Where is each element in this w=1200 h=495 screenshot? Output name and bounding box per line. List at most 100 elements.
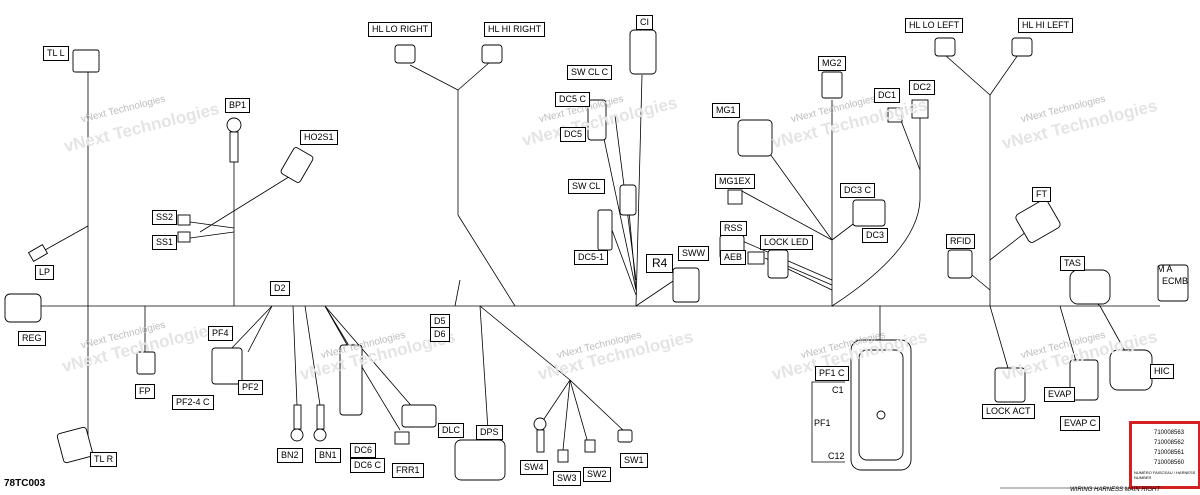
bn1-ring-terminal-icon <box>313 428 327 442</box>
label-reg: REG <box>18 331 46 346</box>
ss2-connector-icon <box>177 214 191 226</box>
sw2-connector-icon <box>584 439 596 453</box>
tl-r-connector-icon <box>56 426 94 464</box>
label-hl-lo-right: HL LO RIGHT <box>368 22 433 37</box>
label-c12: C12 <box>828 451 845 461</box>
label-ss1: SS1 <box>152 235 178 250</box>
part-number: 710008561 <box>1154 450 1185 456</box>
wire-sw2 <box>569 379 591 451</box>
wire-dc1 <box>899 117 921 171</box>
label-sw3: SW3 <box>553 471 581 486</box>
bp1-ring-terminal-icon <box>226 117 242 133</box>
hl-hi-left-connector-icon <box>1011 37 1033 57</box>
wire-dc-bundle <box>831 199 921 307</box>
part-number-caption: NUMÉRO FAISCEAU / HARNESS NUMBER <box>1134 470 1196 480</box>
wire-pf4 <box>229 305 273 351</box>
hl-lo-right-connector-icon <box>394 44 416 64</box>
footer-title: WIRING HARNESS MAIN RIGHT <box>1070 487 1161 493</box>
label-lock-led: LOCK LED <box>760 235 813 250</box>
label-d6: D6 <box>430 327 450 342</box>
label-c1: C1 <box>832 385 844 395</box>
label-dlc: DLC <box>438 423 465 438</box>
label-dc5: DC5 <box>560 127 587 142</box>
label-hl-hi-left: HL HI LEFT <box>1018 18 1074 33</box>
label-hl-lo-left: HL LO LEFT <box>905 18 964 33</box>
frr1-connector-icon <box>394 431 410 445</box>
ho2s1-connector-icon <box>280 147 314 183</box>
label-dc6c: DC6 C <box>350 458 386 473</box>
wire-dc5-1 <box>611 229 637 296</box>
reg-connector-icon <box>4 293 42 323</box>
wire-hl-hi-left <box>989 51 1021 96</box>
bn2-terminal-sleeve <box>293 404 302 430</box>
wire-sw-bundle <box>479 305 571 381</box>
evap-connector-icon <box>1069 359 1099 401</box>
label-sw-cl-c: SW CL C <box>567 65 613 80</box>
hl-lo-left-connector-icon <box>934 37 956 57</box>
label-evap-c: EVAP C <box>1060 416 1101 431</box>
wire-d5-d6 <box>454 279 461 307</box>
label-tl-l: TL L <box>43 46 69 61</box>
dc3-connector-icon <box>852 199 886 227</box>
label-sww: SWW <box>678 246 709 261</box>
label-pf4: PF4 <box>208 326 233 341</box>
dc5-1-terminal-icon <box>597 209 613 251</box>
mg1ex-connector-icon <box>727 189 743 205</box>
label-dc6: DC6 <box>350 443 377 458</box>
wire-sw4 <box>539 379 571 426</box>
label-pf1: PF1 <box>814 418 831 428</box>
wire-hl-lo-left <box>944 54 991 96</box>
pf4-pf2-connector-icon <box>211 347 243 385</box>
label-frr1: FRR1 <box>392 463 424 478</box>
label-lock-act: LOCK ACT <box>982 404 1035 419</box>
label-rss: RSS <box>720 221 747 236</box>
label-dc5c: DC5 C <box>555 92 591 107</box>
aeb-connector-icon <box>747 251 765 265</box>
label-ecmb: ECMB <box>1162 276 1189 286</box>
label-dc3: DC3 <box>862 228 889 243</box>
dlc-connector-icon <box>401 404 437 428</box>
part-number: 710008560 <box>1154 460 1185 466</box>
label-hic: HIC <box>1150 364 1174 379</box>
label-ho2s1: HO2S1 <box>300 130 338 145</box>
pf1-center-mark <box>876 410 886 420</box>
ecmb-connector-icon <box>1157 264 1189 302</box>
wire-lock-act <box>989 305 1011 376</box>
sw4-terminal-sleeve <box>536 429 545 453</box>
pf1-bracket <box>811 381 845 463</box>
label-fp: FP <box>135 384 155 399</box>
ft-connector-icon <box>1015 199 1061 243</box>
wire-hl-hi-right <box>457 61 491 91</box>
label-sw4: SW4 <box>520 460 548 475</box>
wire-mg1ex <box>739 189 833 241</box>
label-ss2: SS2 <box>152 210 178 225</box>
label-hl-hi-right: HL HI RIGHT <box>484 22 546 37</box>
label-rfid: RFID <box>946 234 975 249</box>
label-sw-cl: SW CL <box>568 179 605 194</box>
label-tas: TAS <box>1060 256 1085 271</box>
dc5-connector-icon <box>587 99 607 141</box>
label-evap: EVAP <box>1044 387 1076 402</box>
wire-frr1 <box>324 305 401 431</box>
label-pf2-4c: PF2-4 C <box>172 395 214 410</box>
sw3-connector-icon <box>557 449 569 463</box>
sw4-ring-terminal-icon <box>533 417 547 431</box>
wire-ss2 <box>189 221 235 229</box>
pf1-fuse-box-inner <box>858 349 904 461</box>
label-mg1ex: MG1EX <box>715 174 755 189</box>
label-bn2: BN2 <box>277 448 303 463</box>
wire-hl-right-trunk <box>457 214 516 307</box>
wire-ho2s1 <box>199 169 301 233</box>
label-sw2: SW2 <box>583 467 611 482</box>
dc2-connector-icon <box>911 99 929 119</box>
ci-connector-icon <box>629 29 657 75</box>
wire-pf2 <box>247 305 273 353</box>
label-dc3c: DC3 C <box>840 183 876 198</box>
sww-connector-icon <box>672 267 700 303</box>
dps-connector-icon <box>454 439 506 481</box>
label-pf1c: PF1 C <box>815 366 849 381</box>
label-dc2: DC2 <box>909 80 936 95</box>
fp-connector-icon <box>136 351 156 375</box>
wire-mg1 <box>759 139 833 241</box>
wire-bn2 <box>292 305 298 406</box>
